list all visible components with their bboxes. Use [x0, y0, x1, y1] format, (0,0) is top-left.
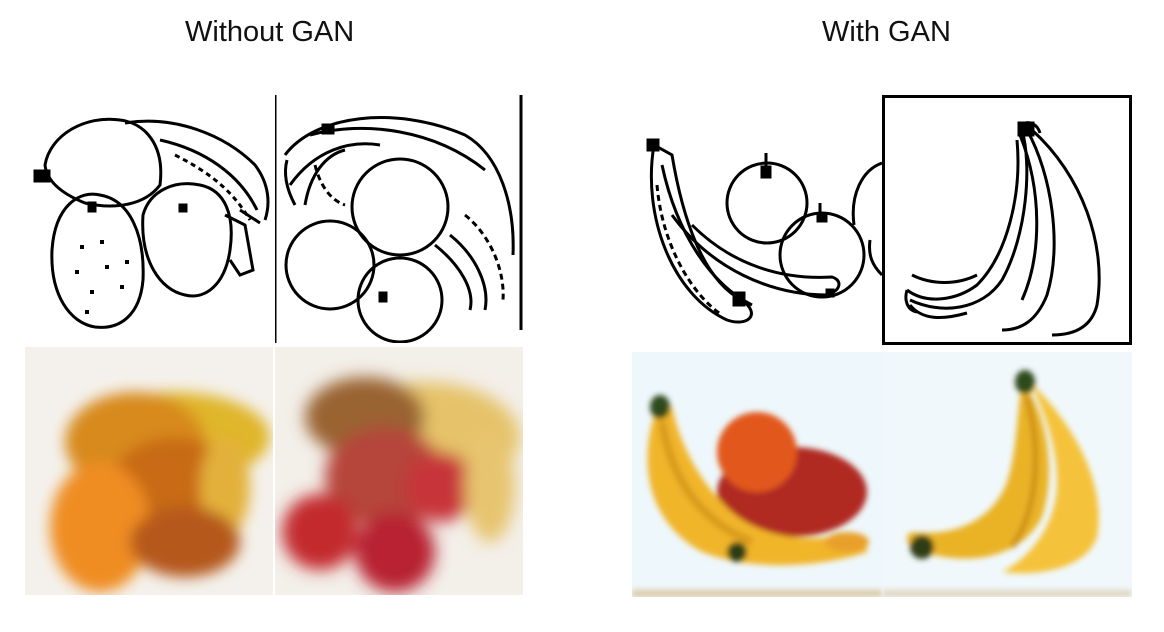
- with-gan-output-1: [632, 352, 882, 597]
- without-gan-output-2: [275, 347, 523, 595]
- without-gan-output-1: [25, 347, 273, 595]
- without-gan-sketch-2: [275, 95, 523, 343]
- with-gan-sketch-1: [632, 95, 882, 345]
- with-gan-title: With GAN: [822, 16, 951, 48]
- without-gan-title: Without GAN: [185, 16, 355, 48]
- with-gan-output-2: [882, 352, 1132, 597]
- without-gan-sketch-1: [25, 95, 273, 343]
- with-gan-sketch-2: [882, 95, 1132, 345]
